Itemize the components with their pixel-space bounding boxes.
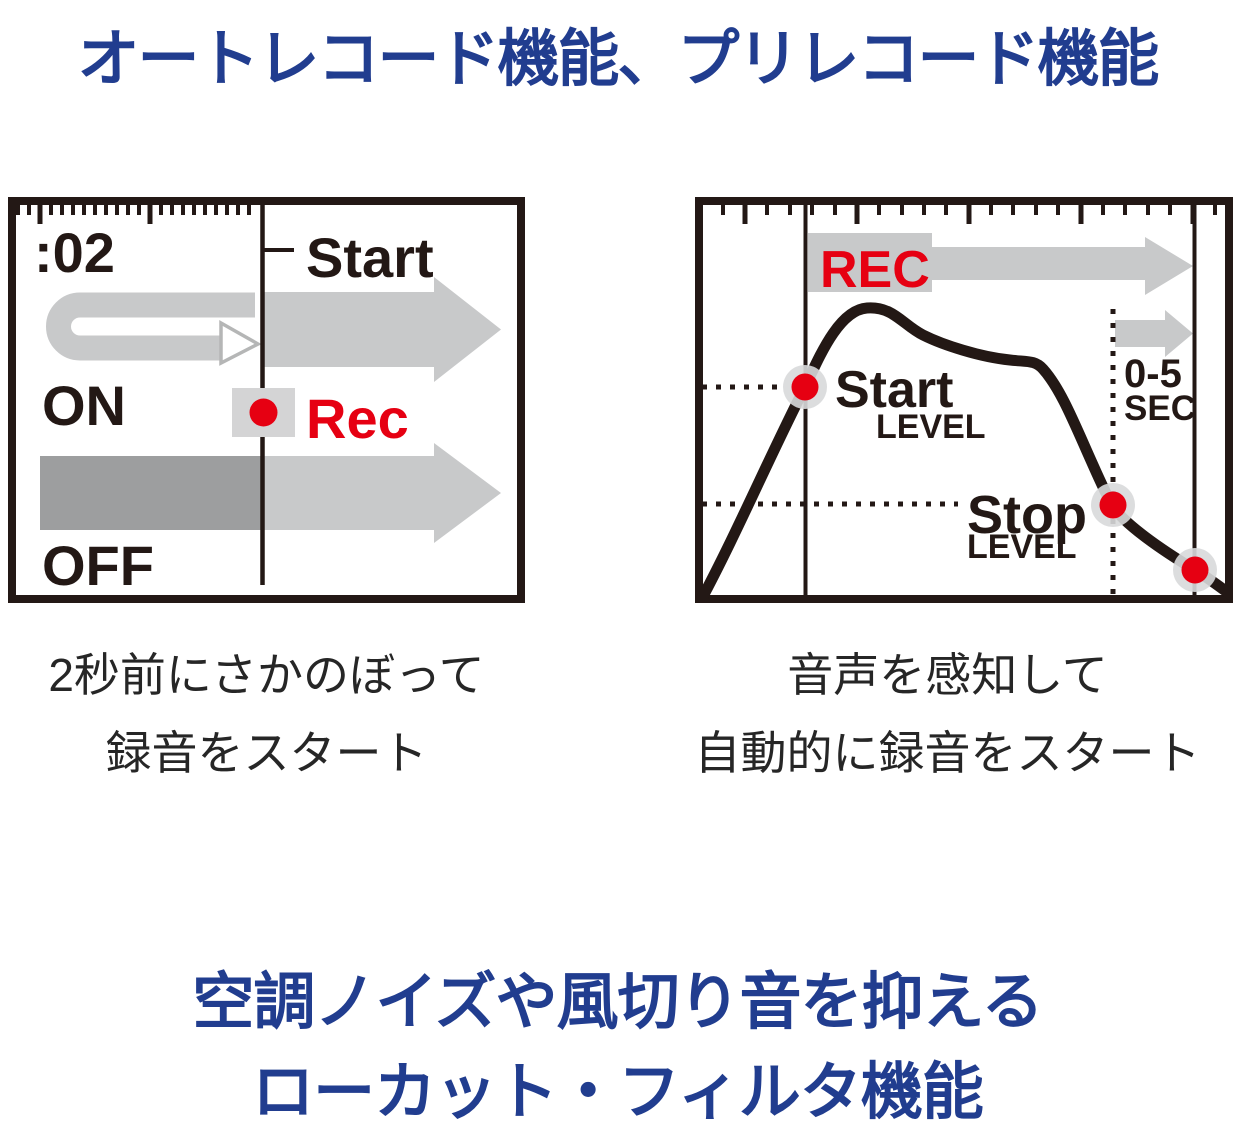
ruler-ticks-short (721, 204, 1217, 215)
caption-line: 音声を感知して (787, 649, 1108, 701)
start-label: Start (306, 226, 434, 289)
caption-line: 2秒前にさかのぼって (48, 649, 485, 701)
heading-line: ローカット・フィルタ機能 (252, 1058, 984, 1127)
stop-level-label: Stop (967, 485, 1087, 545)
off-elapsed-bar (40, 456, 263, 530)
prerecord-seconds-label: :02 (34, 221, 115, 284)
ruler-ticks-short (16, 204, 251, 215)
low-cut-filter-heading: 空調ノイズや風切り音を抑える ローカット・フィルタ機能 (0, 958, 1235, 1138)
ruler-ticks-long (37, 204, 153, 224)
stop-level-dot (1099, 491, 1127, 519)
off-label: OFF (42, 534, 154, 597)
stop-level-sublabel: LEVEL (967, 528, 1077, 566)
rewind-uturn-arrow (46, 292, 255, 361)
auto-record-diagram: REC Start LEVEL Stop LEVEL 0-5 SEC (695, 197, 1233, 603)
rec-dot-icon (249, 398, 278, 427)
rec-banner-box (808, 233, 932, 292)
end-dot (1181, 556, 1209, 584)
record-on-arrow (262, 277, 501, 382)
pre-record-diagram: :02 Start ON Rec OFF (8, 197, 525, 603)
off-forward-arrow (263, 443, 501, 543)
recording-duration-arrow (932, 237, 1193, 295)
start-level-label: Start (835, 361, 953, 419)
auto-record-caption: 音声を感知して 自動的に録音をスタート (660, 636, 1235, 792)
on-label: ON (42, 374, 126, 437)
stop-delay-arrow (1115, 310, 1193, 357)
rewind-arrowhead (219, 319, 262, 366)
pre-record-caption: 2秒前にさかのぼって 録音をスタート (8, 636, 525, 792)
caption-line: 録音をスタート (105, 727, 428, 779)
stop-delay-unit-label: SEC (1124, 389, 1196, 428)
rec-label: Rec (306, 387, 409, 450)
heading-line: 空調ノイズや風切り音を抑える (192, 968, 1043, 1037)
caption-line: 自動的に録音をスタート (694, 727, 1201, 779)
ruler-ticks-long (742, 204, 1196, 224)
stop-delay-range-label: 0-5 (1124, 352, 1182, 396)
start-level-dot (791, 373, 819, 401)
start-level-sublabel: LEVEL (876, 408, 986, 446)
page-title: オートレコード機能、プリレコード機能 (77, 25, 1159, 94)
rec-label: REC (820, 241, 930, 299)
